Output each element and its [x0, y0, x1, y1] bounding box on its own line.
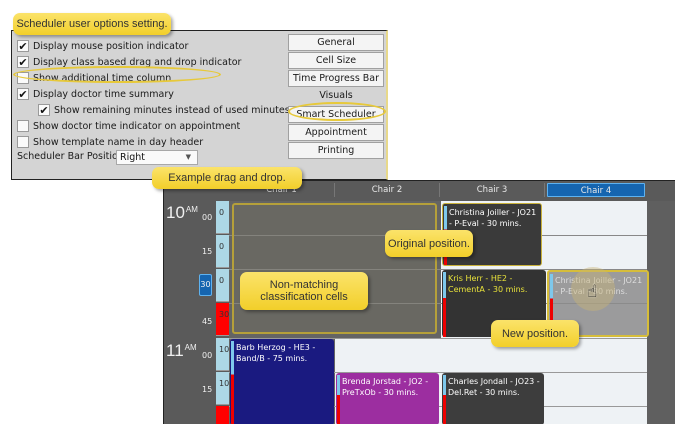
time-count-cell: 10: [216, 338, 229, 371]
tab-general[interactable]: General: [288, 34, 384, 51]
bar-position-select[interactable]: Right ▼: [116, 150, 198, 165]
time-count-cell: 10: [216, 372, 229, 405]
appointment-text: Kris Herr - HE2 - CementA - 30 mins.: [448, 274, 528, 294]
tab-cell-size[interactable]: Cell Size: [288, 52, 384, 69]
time-count-cell: 30: [216, 303, 229, 336]
ampm: AM: [185, 205, 198, 214]
tab-appointment[interactable]: Appointment: [288, 124, 384, 141]
chair-header-3[interactable]: Chair 3: [440, 183, 545, 197]
appointment-text: Charles Jondall - JO23 - Del.Ret - 30 mi…: [448, 377, 540, 397]
highlight-ellipse-additional-time: [13, 66, 221, 83]
callout-options: Scheduler user options setting.: [13, 13, 171, 35]
option-label: Show remaining minutes instead of used m…: [54, 104, 290, 116]
tab-visuals[interactable]: Visuals: [319, 90, 353, 101]
chair-header-1[interactable]: Chair 1: [229, 183, 335, 197]
time-count-cell: 0: [216, 201, 229, 234]
option-label: Show template name in day header: [33, 136, 204, 148]
hour-number: 11: [166, 341, 184, 360]
checkbox[interactable]: [17, 120, 29, 132]
appointment-status-stripe: [443, 375, 446, 424]
minute-label: 45: [202, 317, 213, 326]
option-label: Display class based drag and drop indica…: [33, 56, 242, 68]
appointment[interactable]: Brenda Jorstad - JO2 - PreTxOb - 30 mins…: [336, 373, 439, 424]
mouse-position-indicator: [571, 267, 615, 311]
ampm: AM: [184, 343, 197, 352]
checkbox[interactable]: [17, 136, 29, 148]
grid-line: [229, 269, 647, 270]
grid-line: [229, 338, 647, 339]
time-count-cell: 0: [216, 269, 229, 302]
option-doctor-time-indicator[interactable]: Show doctor time indicator on appointmen…: [17, 118, 240, 134]
minute-label: 00: [202, 213, 213, 222]
callout-drag-drop: Example drag and drop.: [152, 167, 302, 189]
option-label: Show doctor time indicator on appointmen…: [33, 120, 241, 132]
highlight-ellipse-smart-scheduler: [288, 102, 386, 121]
minute-label: 15: [202, 385, 213, 394]
appointment-status-stripe: [337, 375, 340, 424]
chevron-down-icon: ▼: [185, 153, 191, 161]
appointment[interactable]: Charles Jondall - JO23 - Del.Ret - 30 mi…: [442, 373, 544, 424]
non-matching-cells-region: [232, 203, 437, 334]
hour-number: 10: [166, 203, 185, 222]
option-doctor-time-summary[interactable]: ✔ Display doctor time summary: [17, 86, 174, 102]
time-count-cell: 0: [216, 235, 229, 268]
checkbox[interactable]: ✔: [17, 55, 29, 69]
tab-time-progress-bar[interactable]: Time Progress Bar: [288, 70, 384, 87]
option-label: Display mouse position indicator: [33, 40, 189, 52]
minute-label-active: 30: [199, 274, 212, 296]
option-class-drag-drop-indicator[interactable]: ✔ Display class based drag and drop indi…: [17, 54, 241, 70]
appointment[interactable]: Barb Herzog - HE3 - Band/B - 75 mins.: [230, 339, 334, 424]
option-remaining-minutes[interactable]: ✔ Show remaining minutes instead of used…: [38, 102, 290, 118]
appointment-text: Christina Joiller - JO21 - P-Eval - 30 m…: [555, 276, 643, 296]
checkbox[interactable]: ✔: [17, 39, 29, 53]
grid-line: [229, 303, 647, 304]
hour-label-11: 11AM: [166, 341, 197, 361]
option-display-mouse-position[interactable]: ✔ Display mouse position indicator: [17, 38, 188, 54]
minute-label: 00: [202, 351, 213, 360]
appointment-status-stripe: [231, 341, 234, 424]
hour-label-10: 10AM: [166, 203, 198, 223]
appointment-text: Christina Joiller - JO21 - P-Eval - 30 m…: [449, 208, 537, 228]
hand-pointer-icon: ☝: [587, 282, 598, 302]
bar-position-label: Scheduler Bar Position:: [17, 151, 128, 162]
option-label: Display doctor time summary: [33, 88, 174, 100]
bar-position-value: Right: [120, 152, 146, 163]
grid-line: [229, 372, 647, 373]
chair-header-2[interactable]: Chair 2: [335, 183, 440, 197]
checkbox[interactable]: ✔: [38, 103, 50, 117]
callout-non-matching: Non-matching classification cells: [240, 272, 368, 310]
appointment-text: Brenda Jorstad - JO2 - PreTxOb - 30 mins…: [342, 377, 429, 397]
time-count-cell: [216, 406, 229, 424]
minute-label: 15: [202, 247, 213, 256]
tab-printing[interactable]: Printing: [288, 142, 384, 159]
appointment-status-stripe: [443, 272, 446, 337]
appointment-text: Barb Herzog - HE3 - Band/B - 75 mins.: [236, 343, 316, 363]
chair-header-4[interactable]: Chair 4: [547, 183, 645, 197]
callout-new-position: New position.: [491, 320, 579, 347]
appointment-status-stripe: [550, 274, 553, 335]
callout-original-position: Original position.: [385, 230, 473, 257]
extra-column: [647, 201, 675, 424]
checkbox[interactable]: ✔: [17, 87, 29, 101]
option-template-name[interactable]: Show template name in day header: [17, 134, 203, 150]
